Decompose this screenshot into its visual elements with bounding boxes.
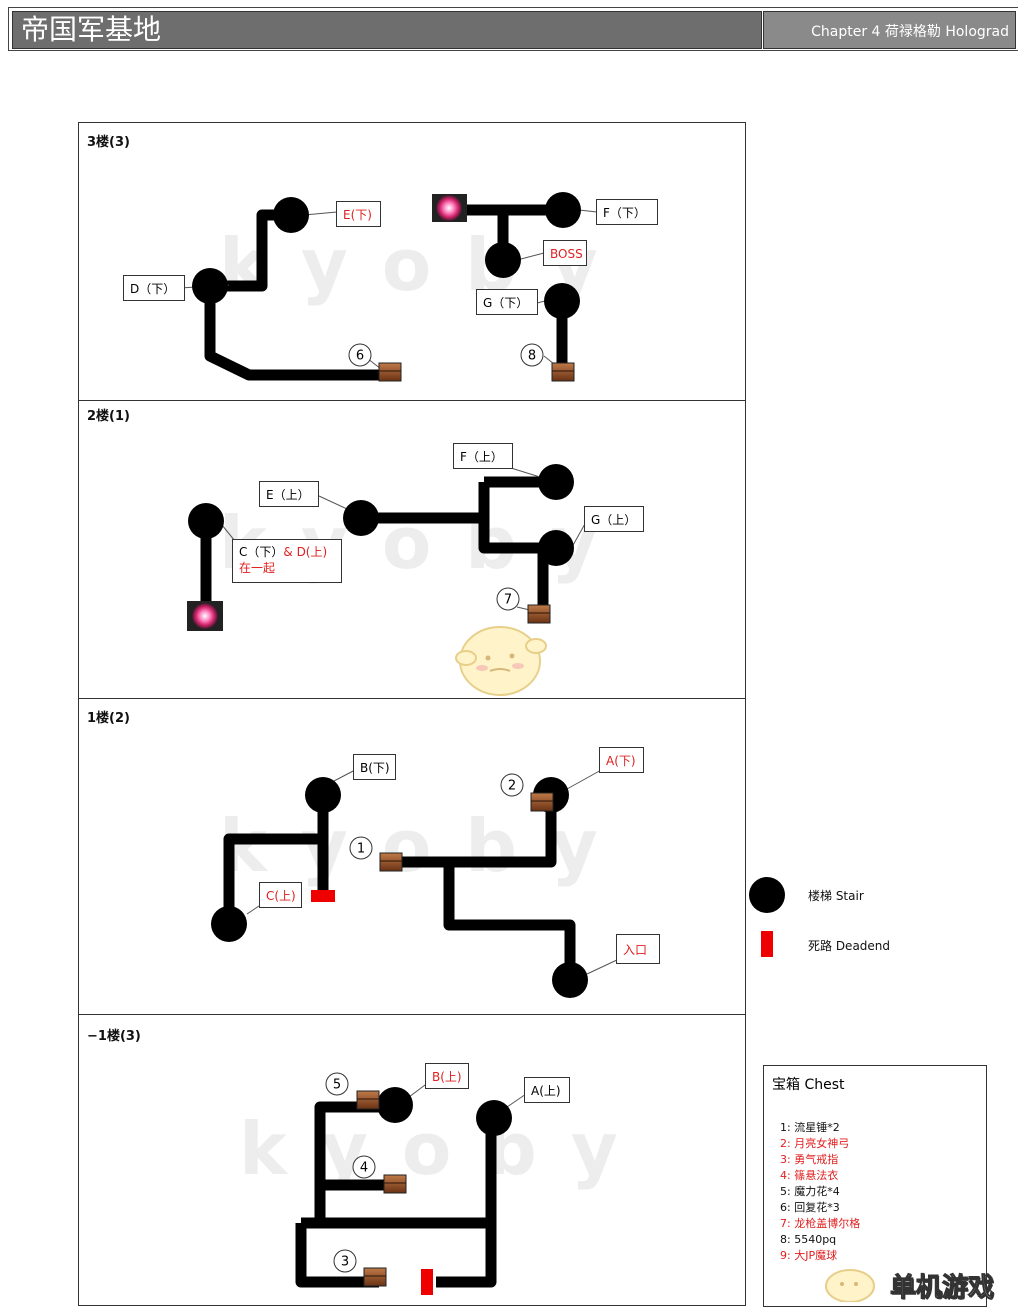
floor-3-map: 6 8 bbox=[179, 192, 598, 382]
chest-icon-8 bbox=[551, 362, 575, 382]
stair-c-up bbox=[211, 906, 247, 942]
legend-stair-label: 楼梯 Stair bbox=[808, 889, 864, 903]
label-e-up: E（上） bbox=[259, 481, 319, 507]
label-entrance: 入口 bbox=[616, 934, 660, 964]
label-together: 在一起 bbox=[239, 561, 276, 575]
chest-item-8: 8: 5540pq bbox=[780, 1233, 837, 1246]
stair-b-up bbox=[377, 1087, 413, 1123]
label-b-up: B(上) bbox=[425, 1063, 469, 1089]
chest-icon-5 bbox=[356, 1090, 380, 1110]
stair-g-up bbox=[538, 530, 574, 566]
svg-text:7: 7 bbox=[504, 593, 512, 608]
stair-f bbox=[545, 192, 581, 228]
label-d-up: & D(上) bbox=[283, 545, 328, 559]
dark-orb-icon bbox=[432, 194, 467, 222]
label-g-down: G（下） bbox=[476, 289, 538, 315]
label-f-down: F（下） bbox=[596, 199, 658, 225]
label-d-down: D（下） bbox=[123, 275, 185, 301]
chest-list: 1: 流星锤*2 2: 月亮女神弓 3: 勇气戒指 4: 篠悬法衣 5: 魔力花… bbox=[780, 1120, 860, 1264]
chest-icon-2 bbox=[530, 792, 554, 812]
deadend-marker bbox=[421, 1269, 433, 1295]
chest-item-9: 9: 大JP魔球 bbox=[780, 1249, 838, 1262]
legend-stair-icon bbox=[749, 877, 785, 913]
site-logo-text: 单机游戏 bbox=[889, 1273, 995, 1304]
stair-f-up bbox=[538, 464, 574, 500]
label-boss: BOSS bbox=[543, 240, 587, 266]
stair-d bbox=[192, 268, 228, 304]
deadend-marker bbox=[311, 890, 335, 902]
floor-1-panel: 1楼(2) kyoby bbox=[78, 698, 746, 1016]
floor-1-label: 1楼(2) bbox=[87, 711, 130, 726]
stair-e-up bbox=[343, 500, 379, 536]
floor-2-label: 2楼(1) bbox=[87, 409, 130, 424]
chest-icon-7 bbox=[527, 604, 551, 624]
chest-number-1: 1 bbox=[349, 836, 373, 860]
floor-2-map: 7 bbox=[187, 464, 587, 696]
floor-b1-panel: −1楼(3) kyoby bbox=[78, 1014, 746, 1306]
floor-2-panel: 2楼(1) kyoby bbox=[78, 400, 746, 700]
chest-icon-3 bbox=[363, 1267, 387, 1287]
chest-number-2: 2 bbox=[500, 773, 524, 797]
watermark-b1: kyoby bbox=[239, 1107, 652, 1191]
chest-item-6: 6: 回复花*3 bbox=[780, 1201, 840, 1214]
chest-icon-4 bbox=[383, 1174, 407, 1194]
chest-number-8: 8 bbox=[520, 343, 544, 367]
chest-number-4: 4 bbox=[352, 1155, 376, 1179]
label-c-up: C(上) bbox=[259, 882, 302, 908]
label-g-up: G（上） bbox=[584, 506, 644, 532]
svg-text:6: 6 bbox=[356, 349, 364, 364]
label-e-down: E(下) bbox=[336, 201, 381, 227]
stair-c-down bbox=[188, 503, 224, 539]
chapter-box: Chapter 4 荷禄格勒 Holograd bbox=[763, 11, 1016, 49]
floor-b1-label: −1楼(3) bbox=[87, 1029, 141, 1044]
svg-text:5: 5 bbox=[333, 1078, 341, 1093]
legend-deadend-label: 死路 Deadend bbox=[808, 939, 891, 953]
label-b-down: B(下) bbox=[353, 754, 396, 780]
dark-orb-icon bbox=[187, 601, 223, 631]
floor-3-panel: 3楼(3) kyoby bbox=[78, 122, 746, 402]
stair-g bbox=[544, 283, 580, 319]
mascot-image bbox=[455, 626, 547, 696]
chest-number-5: 5 bbox=[325, 1072, 349, 1096]
chest-number-6: 6 bbox=[348, 343, 372, 367]
legend-icons bbox=[749, 877, 785, 957]
chest-list-box: 宝箱 Chest 1: 流星锤*2 2: 月亮女神弓 3: 勇气戒指 4: 篠悬… bbox=[763, 1065, 987, 1307]
label-c-d-together: C（下）& D(上) 在一起 bbox=[232, 539, 342, 583]
stair-a-up bbox=[476, 1100, 512, 1136]
chest-item-3: 3: 勇气戒指 bbox=[780, 1153, 839, 1166]
page-title: 帝国军基地 bbox=[21, 13, 162, 46]
label-c-down: C（下） bbox=[239, 545, 284, 559]
title-box: 帝国军基地 bbox=[12, 11, 762, 49]
page-header: 帝国军基地 Chapter 4 荷禄格勒 Holograd bbox=[8, 7, 1018, 51]
chest-number-3: 3 bbox=[333, 1249, 357, 1273]
chest-item-4: 4: 篠悬法衣 bbox=[780, 1169, 839, 1182]
chest-item-7: 7: 龙枪盖博尔格 bbox=[780, 1217, 861, 1230]
stair-e bbox=[273, 197, 309, 233]
stair-b-down bbox=[305, 777, 341, 813]
chest-item-2: 2: 月亮女神弓 bbox=[780, 1137, 850, 1150]
watermark-1f: kyoby bbox=[219, 804, 632, 888]
chest-icon-6 bbox=[378, 362, 402, 382]
chest-icon-1 bbox=[379, 852, 403, 872]
svg-text:2: 2 bbox=[508, 779, 516, 794]
mascot-logo-icon bbox=[825, 1269, 875, 1302]
svg-text:4: 4 bbox=[360, 1161, 368, 1176]
label-f-up: F（上） bbox=[453, 443, 513, 469]
legend-deadend-icon bbox=[761, 931, 773, 957]
chest-item-5: 5: 魔力花*4 bbox=[780, 1185, 840, 1198]
stair-boss bbox=[485, 242, 521, 278]
chest-number-7: 7 bbox=[496, 587, 520, 611]
chest-list-title: 宝箱 Chest bbox=[772, 1077, 845, 1093]
svg-text:8: 8 bbox=[528, 349, 536, 364]
label-a-down: A(下) bbox=[599, 747, 644, 773]
label-a-up: A(上) bbox=[524, 1077, 570, 1103]
chest-item-1: 1: 流星锤*2 bbox=[780, 1121, 840, 1134]
floor-1-map: 1 2 bbox=[211, 768, 620, 998]
chapter-title: Chapter 4 荷禄格勒 Holograd bbox=[811, 24, 1009, 40]
svg-text:1: 1 bbox=[357, 842, 365, 857]
stair-entrance bbox=[552, 962, 588, 998]
floor-b1-map: 5 4 3 bbox=[295, 1072, 530, 1295]
svg-text:3: 3 bbox=[341, 1255, 349, 1270]
floor-3-label: 3楼(3) bbox=[87, 135, 130, 150]
